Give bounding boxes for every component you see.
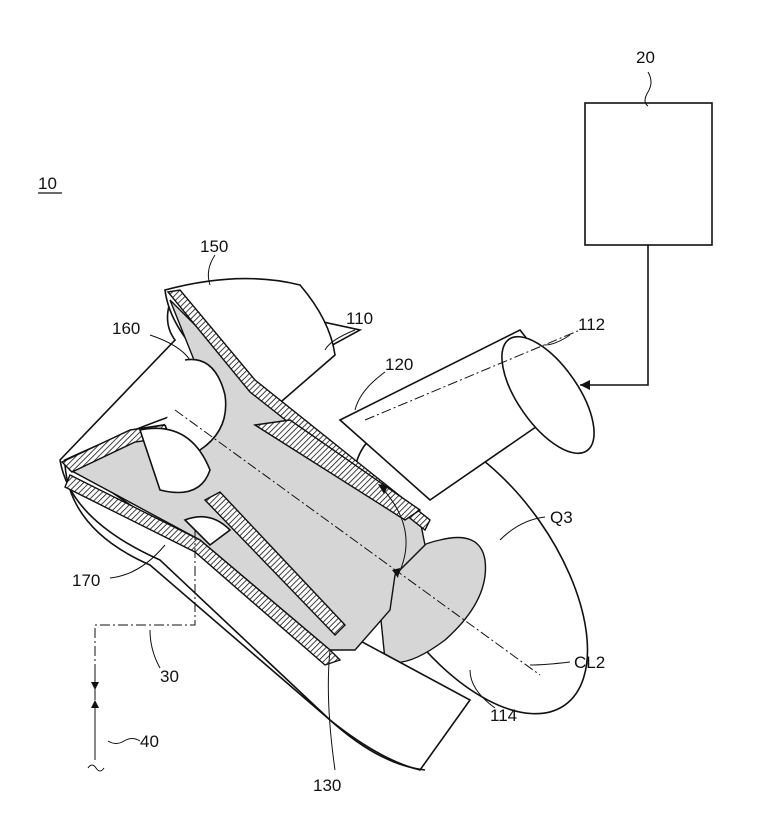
label-112: 112: [578, 315, 605, 334]
label-CL2: CL2: [574, 653, 605, 672]
label-170: 170: [72, 571, 100, 590]
label-20: 20: [636, 48, 655, 67]
label-110: 110: [346, 309, 373, 328]
label-120: 120: [385, 355, 413, 374]
leader-20: [645, 72, 651, 106]
controller-box: [585, 103, 712, 245]
label-150: 150: [200, 237, 228, 256]
label-10: 10: [38, 174, 57, 193]
label-114: 114: [490, 706, 517, 725]
break-symbol: [88, 765, 104, 771]
label-160: 160: [112, 319, 140, 338]
arrow-icon: [580, 380, 590, 390]
label-130: 130: [313, 776, 341, 795]
label-Q3: Q3: [550, 508, 573, 527]
label-30: 30: [160, 667, 179, 686]
label-40: 40: [140, 732, 159, 751]
